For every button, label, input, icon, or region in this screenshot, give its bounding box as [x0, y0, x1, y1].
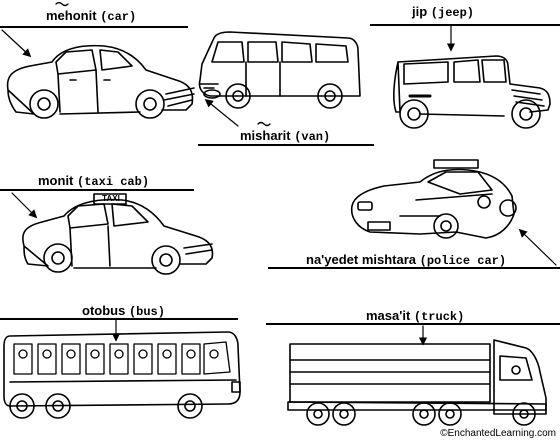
van-icon — [199, 32, 360, 108]
taxi-sign: TAXI — [96, 194, 126, 204]
taxi-icon — [23, 194, 213, 274]
jeep-icon — [394, 56, 550, 128]
truck-icon — [288, 340, 546, 425]
police-car-icon — [352, 160, 516, 238]
car-icon — [8, 46, 194, 118]
credit: ©EnchantedLearning.com — [440, 428, 556, 439]
bus-icon — [4, 332, 240, 418]
